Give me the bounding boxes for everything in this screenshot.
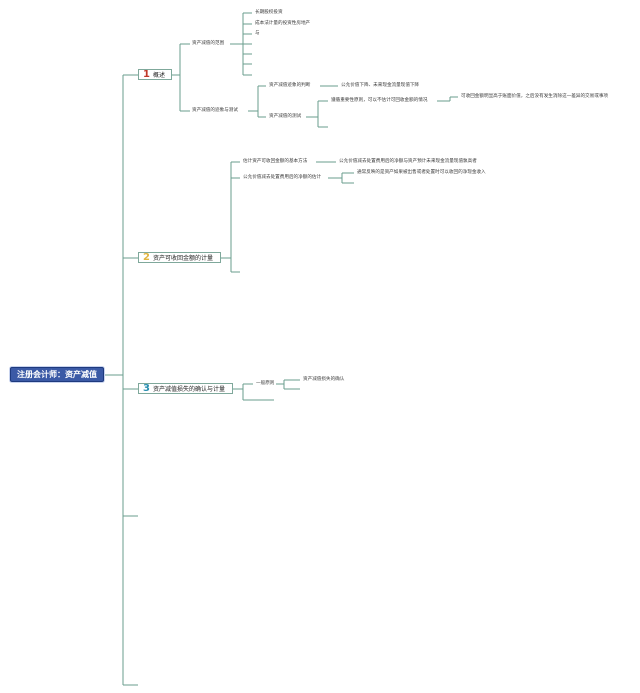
node-general[interactable]: 一般原则	[256, 381, 275, 386]
node-identify-test[interactable]: 资产减值的迹象与测试	[192, 108, 238, 113]
branch-recoverable-amount[interactable]: 2 资产可收回金额的计量	[138, 252, 221, 263]
branch-label: 概述	[152, 72, 165, 79]
branch-overview[interactable]: 1 概述	[138, 69, 172, 80]
node-impair-confirm[interactable]: 资产减值损失的确认	[303, 377, 345, 382]
node-fair-value-net[interactable]: 公允价值减去处置费用后的净额的估计	[243, 175, 322, 180]
node-scope-item[interactable]: 长期股权投资	[255, 10, 283, 15]
branch-number: 3	[143, 382, 150, 394]
root-node[interactable]: 注册会计师：资产减值	[10, 367, 104, 382]
node-sign-judge[interactable]: 资产减值迹象的判断	[269, 83, 311, 88]
node-scope[interactable]: 资产减值的范围	[192, 41, 225, 46]
node-basic-method[interactable]: 估计资产可收回金额的基本方法	[243, 159, 308, 164]
node-importance-detail[interactable]: 可收回金额明显高于账面价值，之后没有发生消除这一差异的交易或事项	[461, 94, 609, 99]
node-basic-method-detail[interactable]: 公允价值减去处置费用后的净额与资产预计未来现金流量现值孰高者	[339, 159, 477, 164]
node-fair-value-net-detail[interactable]: 通常反映的是资产如果被出售或者处置时可以收回的净现金收入	[357, 170, 486, 175]
node-scope-item[interactable]: 与	[255, 31, 260, 36]
node-sign-detail[interactable]: 公允价值下降、未来现金流量现值下降	[341, 83, 420, 88]
root-label: 注册会计师：资产减值	[17, 370, 97, 379]
branch-label: 资产减值损失的确认与计量	[152, 386, 225, 393]
branch-impairment-loss[interactable]: 3 资产减值损失的确认与计量	[138, 383, 233, 394]
node-scope-item[interactable]: 成本法计量的投资性房地产	[255, 21, 311, 26]
node-importance[interactable]: 遵循重要性原则，可以不估计可回收金额的情况	[331, 98, 428, 103]
branch-number: 2	[143, 251, 150, 263]
node-impair-test[interactable]: 资产减值的测试	[269, 114, 302, 119]
branch-number: 1	[143, 68, 150, 80]
branch-label: 资产可收回金额的计量	[152, 255, 213, 262]
